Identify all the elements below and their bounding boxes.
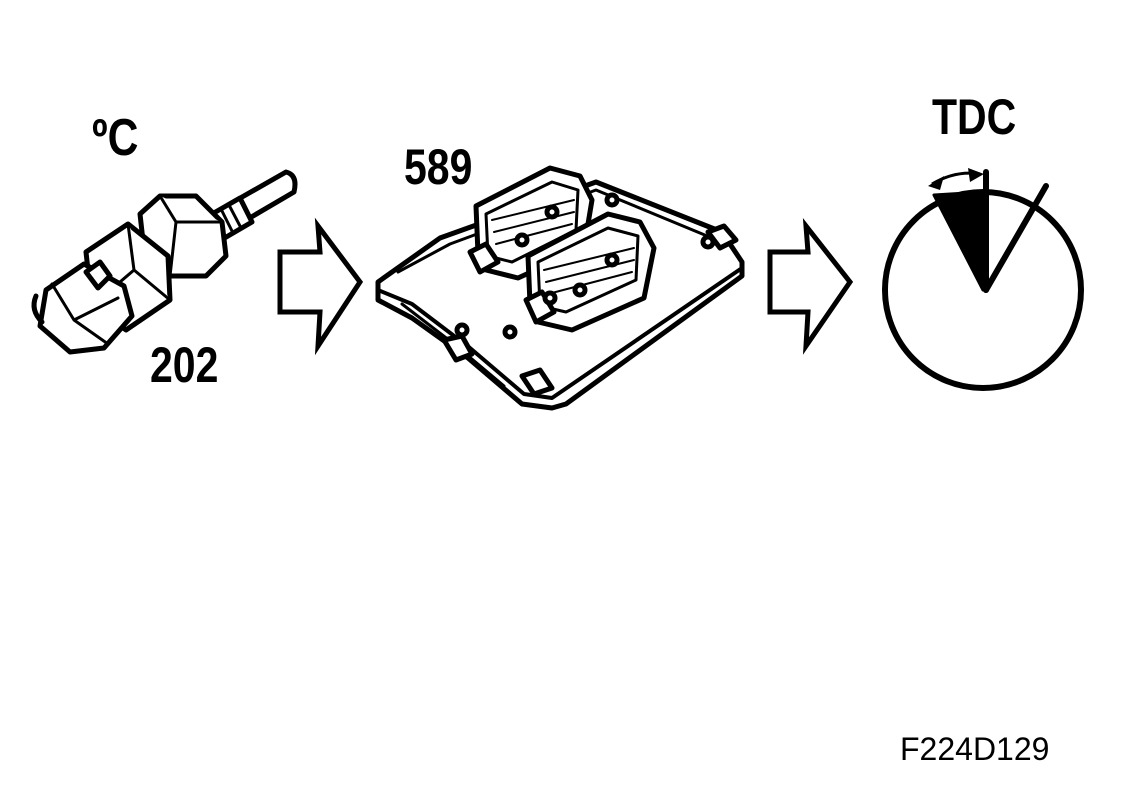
- control-module-icon: [375, 165, 745, 411]
- sensor-number-label: 202: [150, 337, 219, 393]
- temperature-sensor-icon: [31, 169, 298, 355]
- flow-arrow-icon: [767, 217, 854, 355]
- temperature-unit-label: ºC: [92, 109, 139, 167]
- figure-code-label: F224D129: [900, 731, 1050, 767]
- ignition-timing-dial-icon: [882, 168, 1084, 391]
- tdc-label: TDC: [932, 89, 1017, 145]
- flow-arrow-icon: [277, 217, 364, 356]
- control-module-number-label: 589: [404, 139, 473, 195]
